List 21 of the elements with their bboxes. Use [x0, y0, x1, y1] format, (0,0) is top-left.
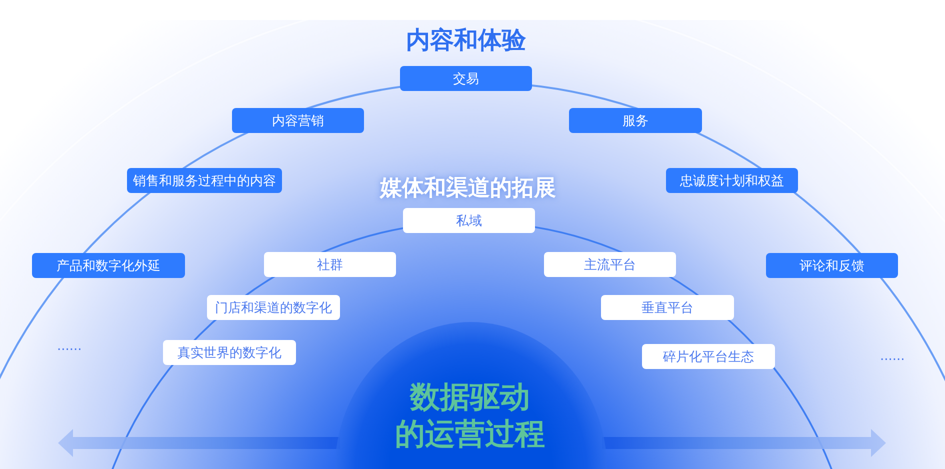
inner-item-box: 社群: [264, 252, 396, 277]
outer-item-box: 交易: [400, 66, 532, 91]
inner-item-box: 碎片化平台生态: [642, 344, 775, 369]
inner-item-box: 垂直平台: [601, 295, 734, 320]
outer-item-box: 产品和数字化外延: [32, 253, 185, 278]
inner-item-box: 门店和渠道的数字化: [207, 295, 340, 320]
outer-item-box: 销售和服务过程中的内容: [127, 168, 282, 193]
inner-item-box: 真实世界的数字化: [163, 340, 296, 365]
inner-item-box: 主流平台: [544, 252, 676, 277]
core-glow: [335, 322, 607, 469]
outer-ring-area: [0, 20, 945, 469]
ring-heading: 内容和体验: [406, 26, 526, 55]
outer-item-box: 忠诚度计划和权益: [666, 168, 798, 193]
outer-item-box: 评论和反馈: [766, 253, 898, 278]
ellipsis-text: ......: [880, 350, 905, 364]
ring-heading: 媒体和渠道的拓展: [380, 176, 556, 202]
ellipsis-text: ......: [57, 340, 82, 354]
inner-item-box: 私域: [403, 208, 535, 233]
outer-item-box: 服务: [569, 108, 702, 133]
core-heading: 数据驱动的运营过程: [395, 379, 545, 453]
outer-item-box: 内容营销: [232, 108, 364, 133]
